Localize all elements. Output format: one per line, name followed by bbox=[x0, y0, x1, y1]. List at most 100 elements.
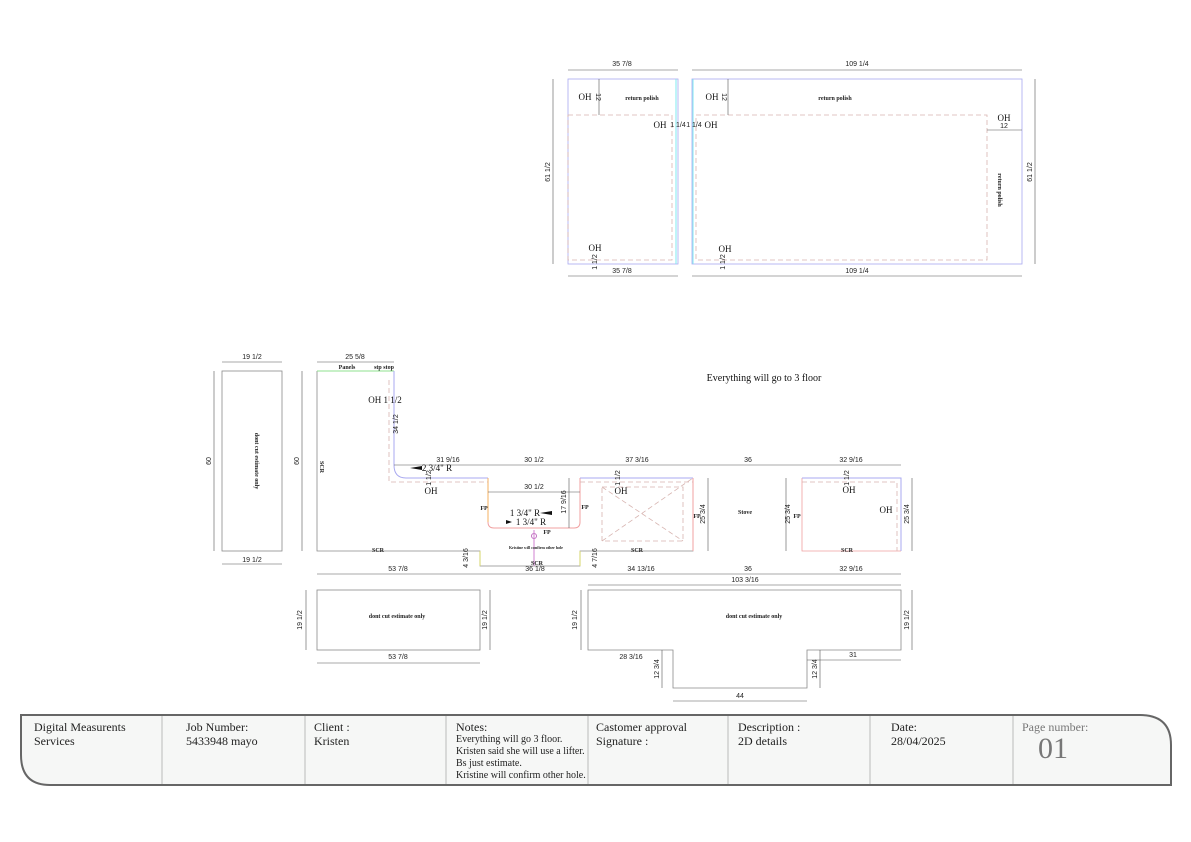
dim: 1 1/4 bbox=[670, 122, 686, 129]
dim: 12 3/4 bbox=[654, 659, 661, 679]
job-number: Job Number:5433948 mayo bbox=[186, 720, 258, 748]
radius-label: 2 3/4" R bbox=[422, 463, 452, 473]
dim: 19 1/2 bbox=[242, 557, 262, 564]
dim: 4 7/16 bbox=[592, 548, 599, 568]
dim: 1 1/4 bbox=[686, 122, 702, 129]
dim: 12 bbox=[1000, 123, 1008, 130]
client: Client :Kristen bbox=[314, 720, 350, 748]
dim: 19 1/2 bbox=[904, 610, 911, 630]
dim: 36 1/8 bbox=[525, 566, 545, 573]
dim: 19 1/2 bbox=[297, 610, 304, 630]
left-slab: dont cut estimate only 19 1/2 19 1/2 60 bbox=[206, 354, 283, 565]
top-right-piece: return polish OH 12 1 1/4 OH OH 12 retur… bbox=[686, 61, 1036, 277]
dim: 44 bbox=[736, 693, 744, 700]
oh-label: OH bbox=[843, 485, 856, 495]
dim: 37 3/16 bbox=[625, 457, 648, 464]
dim: 19 1/2 bbox=[572, 610, 579, 630]
dim: 34 13/16 bbox=[627, 566, 654, 573]
page-number: Page number:01 bbox=[1022, 720, 1089, 765]
stove-label: Stove bbox=[738, 510, 752, 516]
oh-label: OH bbox=[705, 120, 718, 130]
right-counter: 32 9/16 1 1/2 OH OH FP 25 3/4 25 3/4 SCR bbox=[785, 457, 913, 554]
bottom-left-slab: dont cut estimate only 19 1/2 19 1/2 53 … bbox=[297, 589, 491, 664]
dim: 36 bbox=[744, 457, 752, 464]
dim: 1 1/2 bbox=[426, 470, 433, 486]
radius-label: 1 3/4" R bbox=[510, 508, 540, 518]
oh-label: OH bbox=[579, 92, 592, 102]
dim: 25 5/8 bbox=[345, 354, 365, 361]
radius-label: 1 3/4" R bbox=[516, 517, 546, 527]
oh-label: OH bbox=[706, 92, 719, 102]
dim: 25 3/4 bbox=[785, 504, 792, 524]
label: stp stop bbox=[374, 365, 395, 371]
dim: 103 3/16 bbox=[731, 577, 758, 584]
hole-note: Kristine will confirm other hole bbox=[509, 545, 563, 550]
oh-label: OH bbox=[589, 243, 602, 253]
label: SCR bbox=[631, 548, 644, 554]
dim: 1 1/2 bbox=[844, 470, 851, 486]
dim: 61 1/2 bbox=[1027, 162, 1034, 182]
label: Panels bbox=[339, 365, 356, 371]
label: SCR bbox=[372, 548, 385, 554]
dim: 4 3/16 bbox=[463, 548, 470, 568]
dim: 60 bbox=[294, 457, 301, 465]
dim: 109 1/4 bbox=[845, 61, 868, 68]
bottom-right-slab: dont cut estimate only 19 1/2 19 1/2 28 … bbox=[572, 589, 913, 702]
description: Description :2D details bbox=[738, 720, 801, 748]
dim: 19 1/2 bbox=[482, 610, 489, 630]
dim: 35 7/8 bbox=[612, 268, 632, 275]
oh-label: OH bbox=[719, 244, 732, 254]
oh-label: OH bbox=[998, 113, 1011, 123]
label: FP bbox=[693, 514, 701, 520]
dim: 53 7/8 bbox=[388, 654, 408, 661]
dim: 109 1/4 bbox=[845, 268, 868, 275]
dim: 32 9/16 bbox=[839, 566, 862, 573]
label: FP bbox=[581, 505, 589, 511]
dim: 12 bbox=[594, 93, 601, 101]
label: SCR bbox=[531, 561, 544, 567]
label: FP bbox=[543, 530, 551, 536]
bottom-dimensions: 53 7/8 36 1/8 34 13/16 36 32 9/16 103 3/… bbox=[317, 566, 901, 586]
dim: 1 1/2 bbox=[615, 470, 622, 486]
label: SCR bbox=[318, 461, 324, 474]
dim: 1 1/2 bbox=[592, 254, 599, 270]
dim: 53 7/8 bbox=[388, 566, 408, 573]
top-left-piece: return polish OH 12 OH 1 1/4 OH 1 1/2 35… bbox=[545, 61, 686, 277]
label: SCR bbox=[841, 548, 854, 554]
dim: 35 7/8 bbox=[612, 61, 632, 68]
label: dont cut estimate only bbox=[369, 614, 426, 620]
oh-label: OH bbox=[880, 505, 893, 515]
dim: 12 bbox=[720, 93, 727, 101]
dim: 32 9/16 bbox=[839, 457, 862, 464]
label: dont cut estimate only bbox=[253, 433, 259, 490]
dim: 12 3/4 bbox=[812, 659, 819, 679]
dim: 19 1/2 bbox=[242, 354, 262, 361]
label: FP bbox=[793, 514, 801, 520]
dim: 34 1/2 bbox=[393, 414, 400, 434]
dim: 60 bbox=[206, 457, 213, 465]
dim: 1 1/2 bbox=[720, 254, 727, 270]
label: FP bbox=[480, 506, 488, 512]
floor-note: Everything will go to 3 floor bbox=[707, 373, 822, 384]
dim: 30 1/2 bbox=[524, 457, 544, 464]
label: return polish bbox=[818, 96, 852, 102]
dim: 25 3/4 bbox=[700, 504, 707, 524]
dim: 61 1/2 bbox=[545, 162, 552, 182]
dim: 36 bbox=[744, 566, 752, 573]
oh-label: OH bbox=[654, 120, 667, 130]
dim: 17 9/16 bbox=[561, 490, 568, 513]
label: dont cut estimate only bbox=[726, 614, 783, 620]
dim: 30 1/2 bbox=[524, 484, 544, 491]
oh-label: OH 1 1/2 bbox=[368, 395, 402, 405]
label: return polish bbox=[996, 173, 1002, 207]
dim: 25 3/4 bbox=[904, 504, 911, 524]
label: return polish bbox=[625, 96, 659, 102]
dim: 28 3/16 bbox=[619, 654, 642, 661]
title-block-frame bbox=[20, 714, 1172, 786]
oh-label: OH bbox=[425, 486, 438, 496]
main-counter: 25 5/8 60 SCR Panels stp stop OH 1 1/2 3… bbox=[294, 354, 802, 568]
dim: 31 9/16 bbox=[436, 457, 459, 464]
